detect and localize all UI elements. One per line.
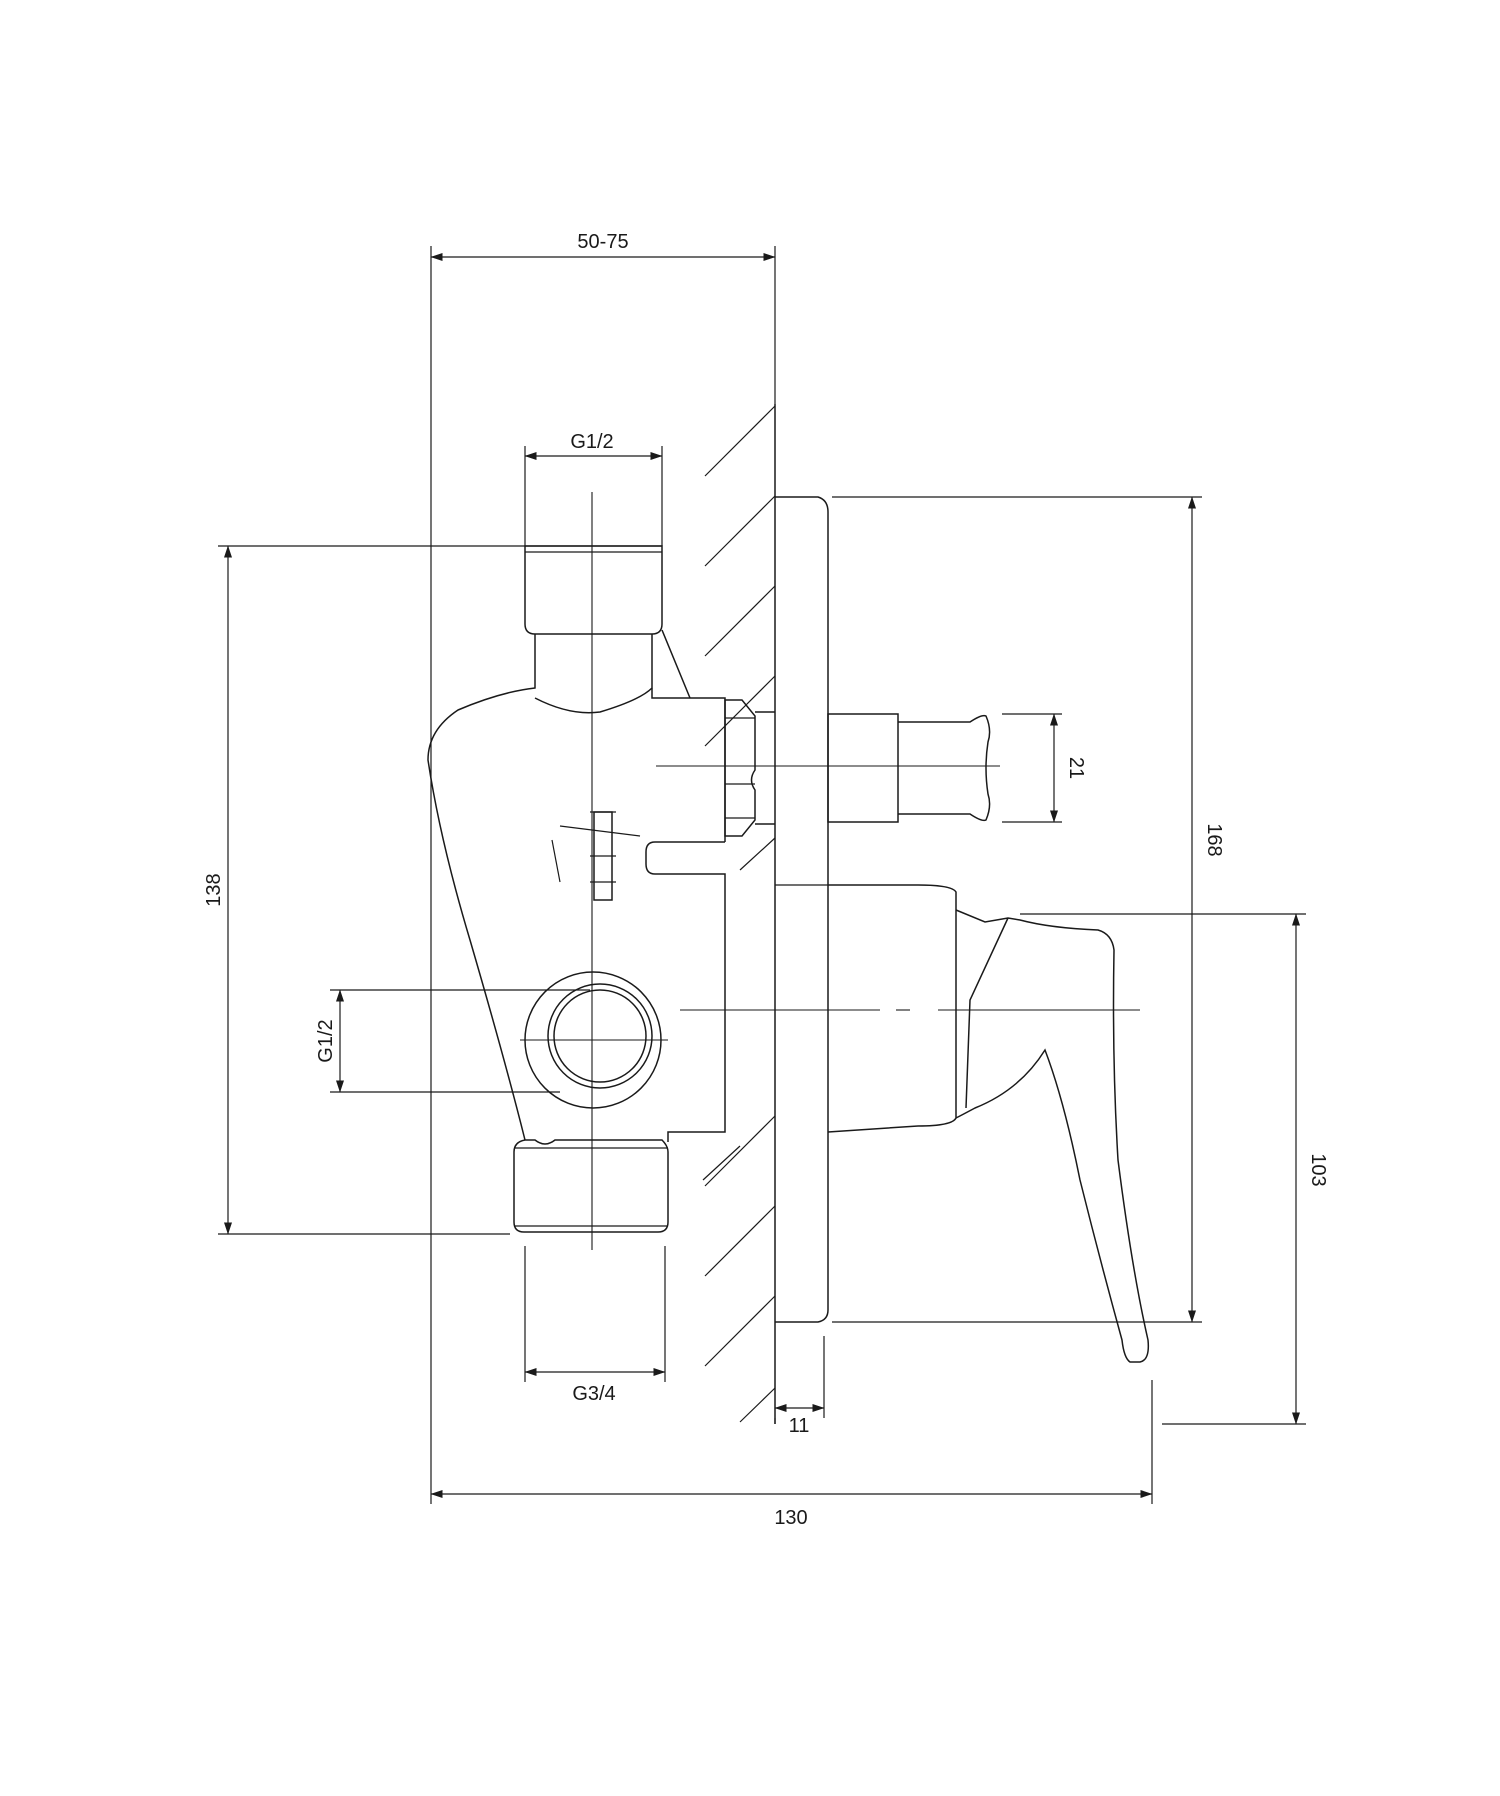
lever-handle	[827, 884, 1150, 1363]
dim-label-body-height: 138	[203, 873, 225, 906]
dim-overall-depth: 130	[430, 1380, 1153, 1529]
valve-body	[427, 545, 775, 1233]
cover-plate	[775, 496, 829, 1323]
dim-outlet-bottom: G3/4	[524, 1246, 666, 1405]
dim-label-overall-depth: 130	[774, 1507, 807, 1529]
dim-label-plate-height: 168	[1203, 823, 1225, 856]
dim-plate-height: 168	[832, 496, 1225, 1323]
dim-lever-height: 103	[1020, 913, 1329, 1425]
dim-label-inlet-top: G1/2	[570, 431, 613, 453]
diverter-knob	[827, 713, 991, 823]
dim-label-wall-thickness: 50-75	[577, 231, 628, 253]
dim-wall-thickness: 50-75	[430, 231, 776, 1504]
dim-outlet-side: G1/2	[315, 989, 590, 1093]
wall	[702, 404, 776, 1424]
dim-plate-thickness: 11	[774, 1336, 825, 1437]
dim-label-outlet-bottom: G3/4	[572, 1383, 615, 1405]
dim-inlet-top: G1/2	[524, 431, 663, 546]
dim-body-height: 138	[203, 545, 662, 1235]
dim-label-outlet-side: G1/2	[315, 1019, 337, 1062]
dim-label-lever-height: 103	[1307, 1153, 1329, 1186]
dim-diverter: 21	[1002, 713, 1087, 823]
centerlines	[520, 492, 1140, 1250]
wall-hatching	[702, 405, 776, 1423]
dim-label-plate-thickness: 11	[789, 1415, 810, 1437]
dim-label-diverter: 21	[1065, 757, 1087, 779]
